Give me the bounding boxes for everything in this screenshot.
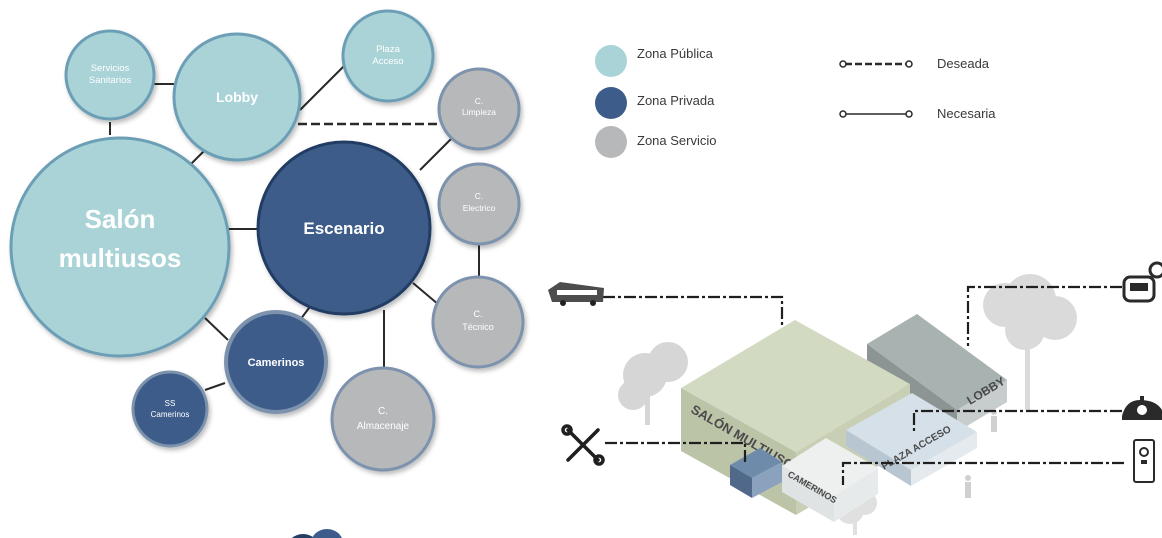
bubbles: Servicios Sanitarios Lobby Plaza Acceso … [9,9,525,538]
bubble-electrico[interactable]: C. Electrico [437,162,521,246]
bubble-label-line: Electrico [463,203,496,213]
bubble-ss-camerinos[interactable]: SS Camerinos [131,370,209,448]
legend-swatch-privada [595,87,627,119]
bubble-label-line: Lobby [216,89,258,105]
iso-block-plaza[interactable]: PLAZA ACCESO [846,393,977,486]
tools-icon [561,424,605,466]
iso-block-camerinos[interactable]: CAMERINOS [782,438,878,522]
bubble-almacenaje[interactable]: C. Almacenaje [330,366,436,472]
svg-text:Limpieza: Limpieza [462,107,496,117]
svg-text:Acceso: Acceso [372,56,403,67]
svg-text:Camerinos: Camerinos [248,357,305,369]
svg-text:Zona Pública: Zona Pública [637,46,714,61]
bubble-label-line: Servicios [91,63,130,74]
svg-text:C.: C. [474,309,483,319]
iso-block-escenario-small[interactable] [730,448,782,498]
bubble-label-line: Camerinos [248,357,305,369]
bubble-label-line: C. [475,96,484,106]
legend-label: Zona Pública [637,46,714,61]
svg-text:C.: C. [475,96,484,106]
bubble-limpieza[interactable]: C. Limpieza [437,67,521,151]
svg-text:Deseada: Deseada [937,56,990,71]
bubble-label-line: Almacenaje [357,421,410,432]
legend-swatch-servicio [595,126,627,158]
tree-icon [618,342,688,425]
access-line-car [966,285,1122,346]
svg-text:Zona Privada: Zona Privada [637,93,715,108]
bubble-label-line: Técnico [462,322,494,332]
line-camerinos-ss [204,382,226,391]
car-icon [1122,261,1162,303]
bubble-plaza-acceso[interactable]: Plaza Acceso [341,9,435,103]
line-salon-camerinos [204,317,229,341]
svg-text:C.: C. [475,191,484,201]
bubble-label-line: Camerinos [151,410,190,419]
bubble-escenario[interactable]: Escenario [256,140,432,316]
line-lobby-salon [189,149,206,166]
svg-text:Plaza: Plaza [376,44,400,55]
bubble-salon-multiusos[interactable]: Salón multiusos [9,136,231,358]
legend-line-necesaria: Necesaria [839,106,996,121]
svg-text:multiusos: multiusos [59,243,182,273]
bubble-camerinos[interactable]: Camerinos [224,310,328,414]
legend-label: Necesaria [937,106,996,121]
svg-text:C.: C. [378,406,388,417]
access-line-scooter [912,409,1122,432]
bubble-lobby[interactable]: Lobby [172,32,302,162]
svg-text:Camerinos: Camerinos [151,410,190,419]
parking-meter-icon [1133,439,1155,483]
legend-swatch-publica [595,45,627,77]
partial-blob-decoration [291,529,342,538]
bubble-tecnico[interactable]: C. Técnico [431,275,525,369]
bubble-connections [109,64,480,391]
legend-line-deseada: Deseada [839,56,990,71]
legend-label: Zona Privada [637,93,715,108]
bubble-label-line: Acceso [372,56,403,67]
legend-label: Deseada [937,56,990,71]
bubble-label-line: Salón [85,204,156,234]
svg-text:Servicios: Servicios [91,63,130,74]
svg-text:Técnico: Técnico [462,322,494,332]
svg-text:Lobby: Lobby [216,89,258,105]
svg-text:SS: SS [165,399,176,408]
line-lobby-plaza [299,64,346,111]
svg-text:Escenario: Escenario [303,219,384,238]
isometric-site-plan: LOBBY SALÓN MULTIUSOS PLAZA ACCESO CAMER… [548,261,1162,535]
svg-text:Almacenaje: Almacenaje [357,421,410,432]
bubble-label-line: multiusos [59,243,182,273]
svg-text:Necesaria: Necesaria [937,106,996,121]
bubble-label-line: Escenario [303,219,384,238]
legend: Zona Pública Zona Privada Zona Servicio … [595,45,996,158]
access-line-tools [605,441,747,462]
access-line-bus [603,295,784,326]
bubble-servicios-sanitarios[interactable]: Servicios Sanitarios [64,29,156,121]
line-escenario-limpieza [419,137,453,171]
svg-text:Sanitarios: Sanitarios [89,75,131,86]
bubble-label-line: C. [475,191,484,201]
bubble-label-line: Sanitarios [89,75,131,86]
scooter-icon [1122,396,1162,420]
bubble-label-line: C. [378,406,388,417]
access-lines [603,285,1124,485]
bubble-label-line: C. [474,309,483,319]
bubble-label-line: SS [165,399,176,408]
svg-text:Salón: Salón [85,204,156,234]
legend-label: Zona Servicio [637,133,716,148]
bubble-label-line: Limpieza [462,107,496,117]
bus-icon [548,282,604,306]
bubble-label-line: Plaza [376,44,400,55]
svg-text:Electrico: Electrico [463,203,496,213]
svg-text:Zona Servicio: Zona Servicio [637,133,716,148]
access-line-meter [841,461,1124,485]
